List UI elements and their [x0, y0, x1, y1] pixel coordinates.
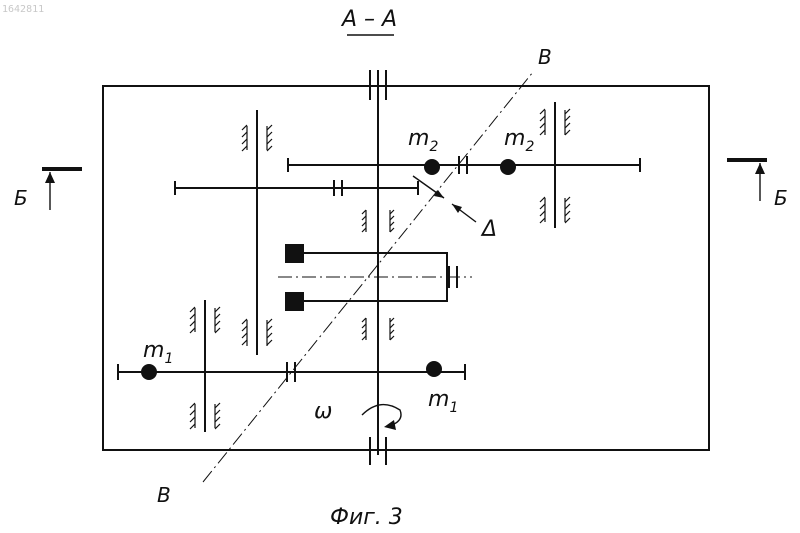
mass-m1-right-label: m1: [428, 387, 458, 416]
plane-label-top: В: [538, 45, 552, 69]
mass-m1-left-label: m1: [143, 338, 173, 367]
upper-horizontal-rod: [288, 156, 640, 174]
mass-m1-right: [426, 361, 442, 377]
mass-m2-right-label: m2: [504, 126, 534, 155]
rotation-arrow: [362, 405, 401, 430]
mass-m2-left-label: m2: [408, 126, 438, 155]
section-marker-right: [727, 160, 767, 201]
section-marker-left: [42, 169, 82, 210]
second-horizontal-rod: [175, 180, 418, 196]
offset-label: Δ: [480, 217, 497, 242]
mass-m2-right: [500, 159, 516, 175]
balancer-assembly: [278, 244, 472, 311]
section-title: A – A: [340, 7, 397, 32]
section-marker-right-label: Б: [774, 186, 788, 210]
offset-indicator: [413, 176, 476, 222]
housing-frame: [103, 86, 709, 450]
mass-m2-left: [424, 159, 440, 175]
plane-label-bottom: В: [157, 483, 171, 507]
balancer-weight-upper: [285, 244, 304, 263]
omega-label: ω: [314, 399, 332, 424]
mass-m1-left: [141, 364, 157, 380]
balancer-weight-lower: [285, 292, 304, 311]
id-stamp: 1642811: [2, 4, 44, 15]
section-marker-left-label: Б: [14, 186, 28, 210]
figure-caption: Фиг. 3: [330, 505, 403, 530]
left-lower-vertical-shaft: [190, 300, 220, 432]
left-upper-vertical-shaft: [242, 110, 272, 355]
